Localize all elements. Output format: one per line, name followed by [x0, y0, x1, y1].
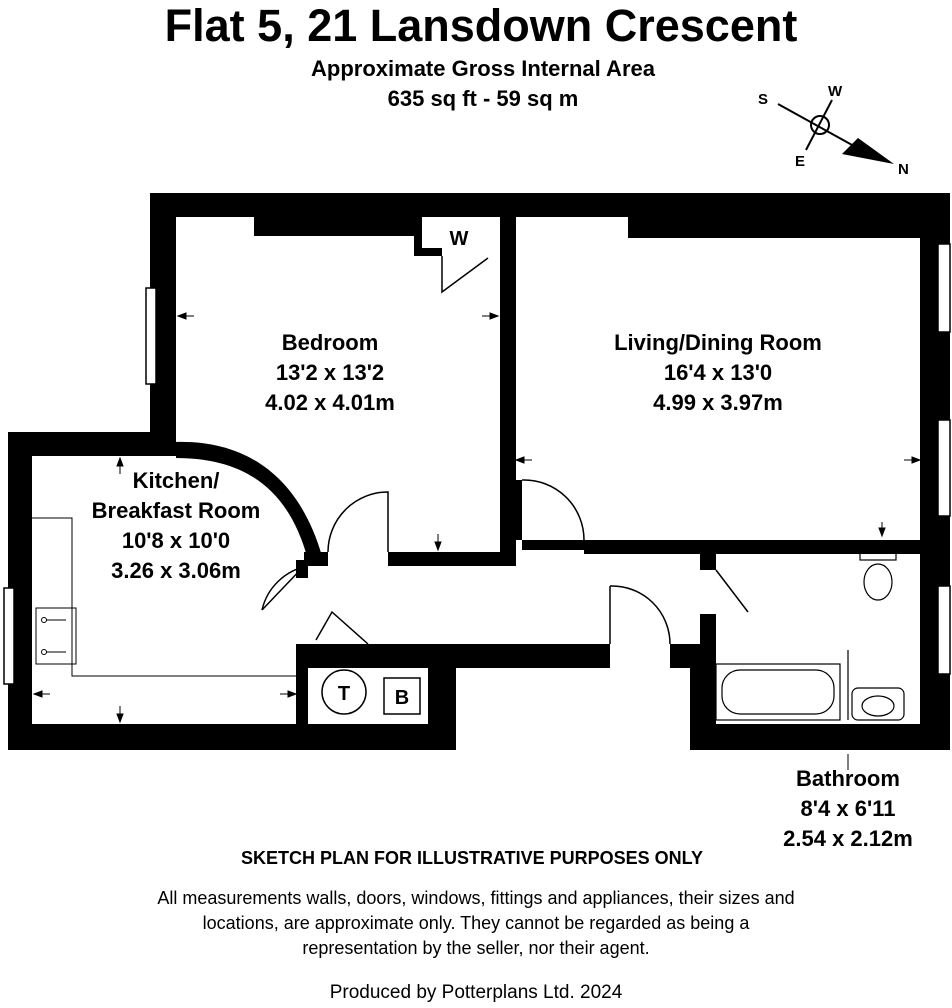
bedroom-label: Bedroom 13'2 x 13'2 4.02 x 4.01m: [230, 328, 430, 418]
living-room-name: Living/Dining Room: [614, 330, 822, 355]
bedroom-imperial: 13'2 x 13'2: [275, 360, 385, 385]
bathroom-name: Bathroom: [796, 766, 900, 791]
tank-icon: [321, 669, 367, 715]
compass-icon: S W E N: [758, 83, 909, 178]
living-room-label: Living/Dining Room 16'4 x 13'0 4.99 x 3.…: [568, 328, 868, 418]
living-room-metric: 4.99 x 3.97m: [653, 390, 783, 415]
boiler-icon: [383, 677, 421, 715]
windows: [3, 243, 951, 685]
cupboard-fixtures: T B W: [321, 228, 469, 715]
bathroom-label: Bathroom 8'4 x 6'11 2.54 x 2.12m: [758, 764, 938, 854]
living-room-imperial: 16'4 x 13'0: [663, 360, 773, 385]
kitchen-name-line2: Breakfast Room: [91, 498, 261, 523]
toilet-icon: [863, 563, 893, 601]
measurement-arrows: [32, 220, 922, 770]
boiler-label: B: [395, 687, 409, 709]
producer-credit: Produced by Potterplans Ltd. 2024: [329, 982, 623, 1003]
compass-north: N: [898, 161, 909, 178]
compass-west: W: [828, 83, 843, 100]
disclaimer-text: All measurements walls, doors, windows, …: [157, 888, 795, 958]
kitchen-units: [32, 517, 296, 677]
wardrobe-label: W: [450, 228, 469, 250]
bathroom-fittings: [715, 551, 905, 721]
bedroom-metric: 4.02 x 4.01m: [265, 390, 395, 415]
kitchen-imperial: 10'8 x 10'0: [121, 528, 231, 553]
kitchen-name-line1: Kitchen/: [132, 468, 220, 493]
tank-label: T: [338, 683, 350, 705]
area-value: 635 sq ft - 59 sq m: [387, 86, 579, 111]
bath-icon: [715, 663, 841, 721]
kitchen-metric: 3.26 x 3.06m: [111, 558, 241, 583]
bedroom-name: Bedroom: [281, 330, 379, 355]
bathroom-imperial: 8'4 x 6'11: [800, 796, 896, 821]
walls: [8, 193, 950, 750]
doors: [261, 256, 749, 645]
area-caption: Approximate Gross Internal Area: [311, 56, 655, 81]
compass-east: E: [795, 153, 805, 170]
plan-title: Flat 5, 21 Lansdown Crescent: [164, 0, 798, 51]
kitchen-label: Kitchen/ Breakfast Room 10'8 x 10'0 3.26…: [66, 466, 286, 586]
bathroom-metric: 2.54 x 2.12m: [783, 826, 913, 851]
basin-icon: [851, 687, 905, 721]
compass-south: S: [758, 91, 768, 108]
sketch-note: SKETCH PLAN FOR ILLUSTRATIVE PURPOSES ON…: [240, 848, 704, 868]
